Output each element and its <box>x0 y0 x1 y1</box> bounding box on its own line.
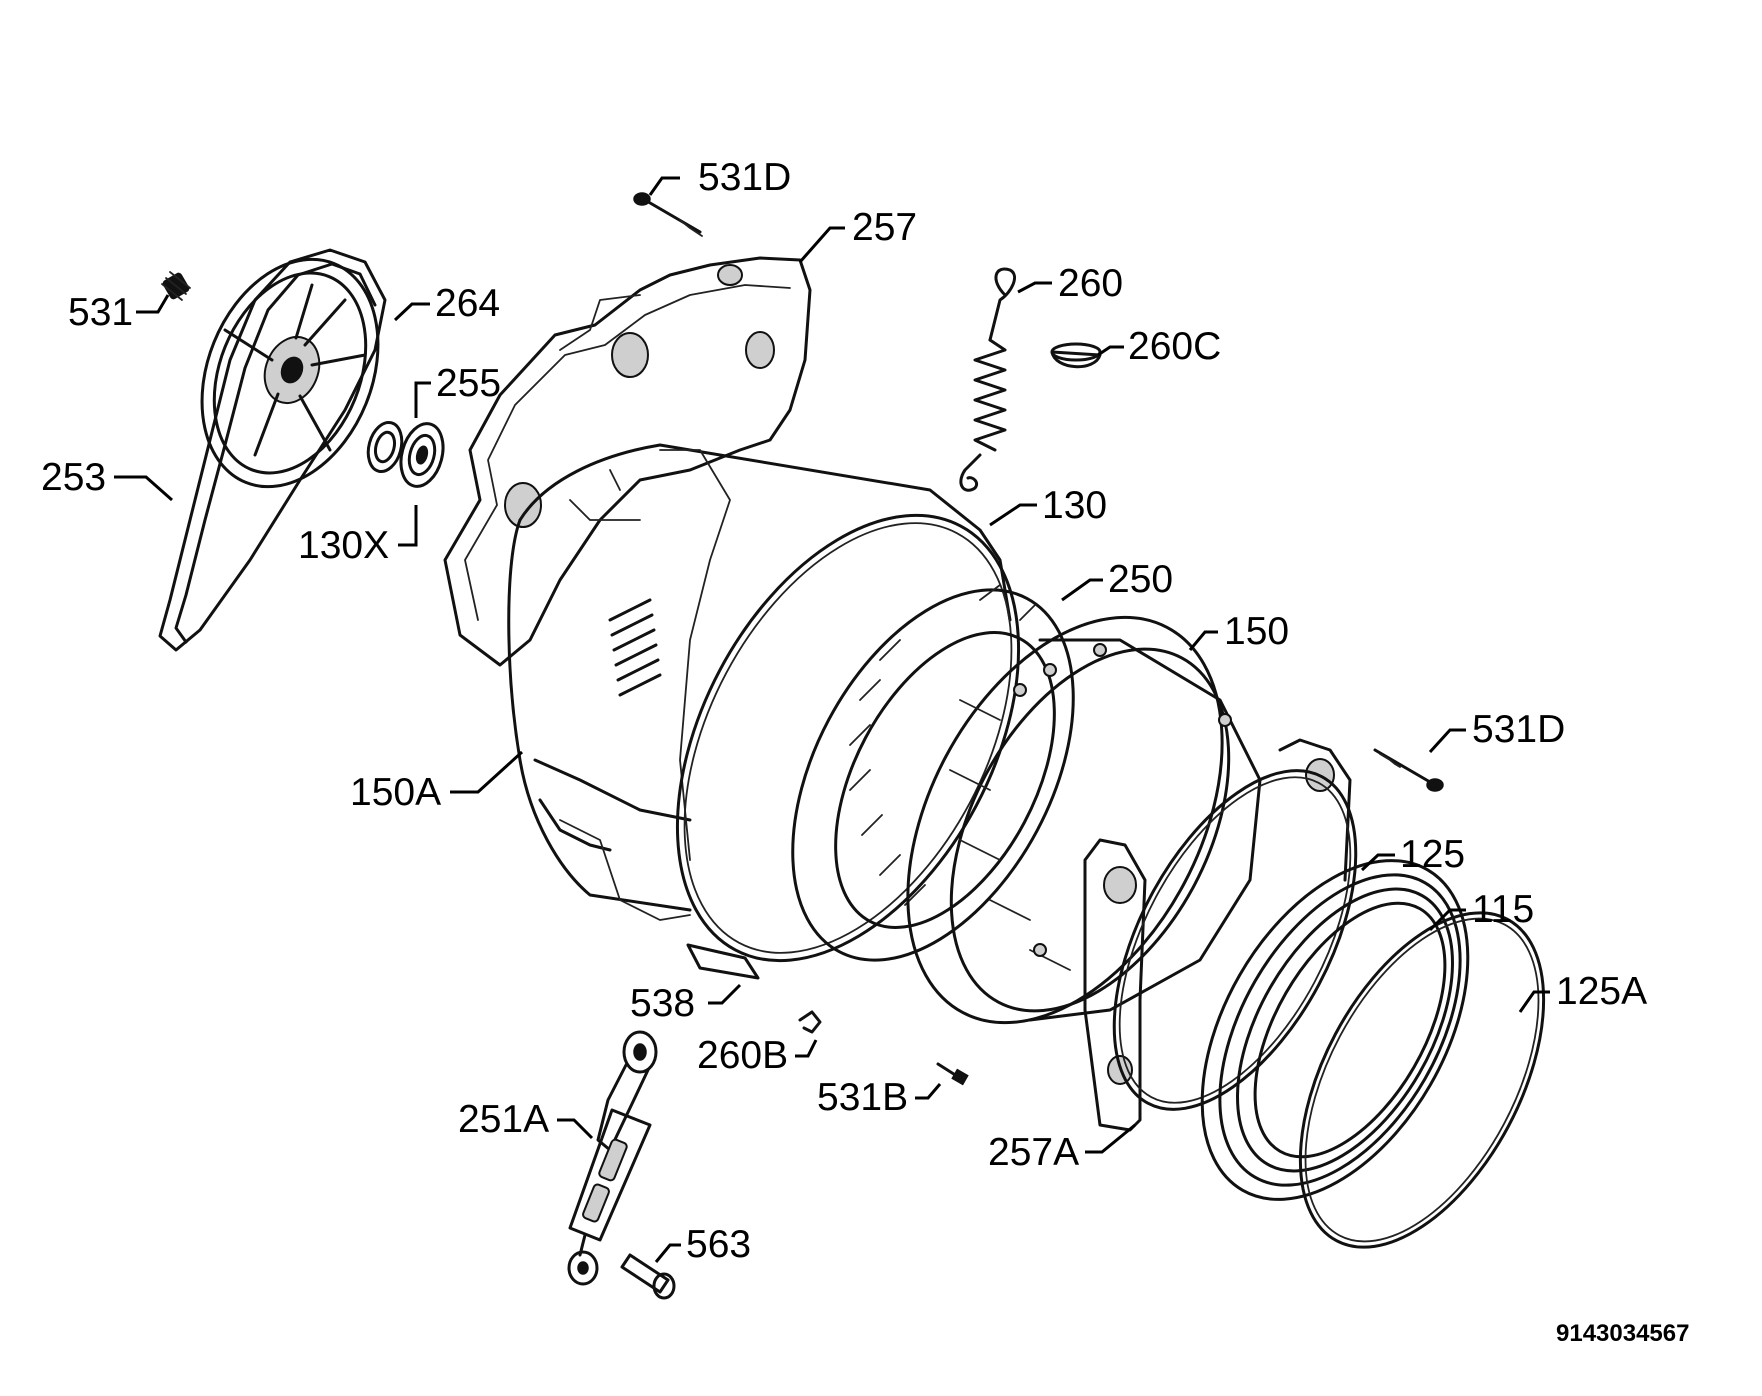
cooling-fins <box>608 598 662 697</box>
bolt-531D-top <box>633 192 703 237</box>
label-257A: 257A <box>988 1131 1079 1174</box>
clamp-ring-125 <box>1112 769 1358 1111</box>
label-115: 115 <box>1472 888 1534 931</box>
drive-belt <box>158 248 387 652</box>
label-125A: 125A <box>1556 970 1647 1013</box>
reference-number: 9143034567 <box>1556 1320 1689 1347</box>
label-563: 563 <box>686 1223 751 1266</box>
label-264: 264 <box>435 282 500 325</box>
spring-260 <box>959 267 1016 492</box>
label-531D-top: 531D <box>698 156 791 199</box>
drum-250 <box>791 584 1075 962</box>
label-260B: 260B <box>697 1034 788 1077</box>
pad-538 <box>686 943 760 980</box>
door-seal-115 <box>1200 859 1470 1201</box>
label-251A: 251A <box>458 1098 549 1141</box>
pulley <box>200 257 380 489</box>
label-125: 125 <box>1400 833 1465 876</box>
rear-tub-150A <box>507 443 1012 921</box>
clamp-ring-125A <box>1298 911 1546 1249</box>
leader-lines <box>114 176 1550 1263</box>
label-260C: 260C <box>1128 325 1221 368</box>
label-531D-right: 531D <box>1472 708 1565 751</box>
gasket-130 <box>675 513 1021 963</box>
label-255: 255 <box>436 362 501 405</box>
label-531B: 531B <box>817 1076 908 1119</box>
label-130: 130 <box>1042 484 1107 527</box>
label-150A: 150A <box>350 771 441 814</box>
clip-260B <box>798 1010 822 1034</box>
rear-tub-support-257 <box>443 256 812 667</box>
label-130X: 130X <box>298 524 389 567</box>
callout-labels: 531D 257 531 264 260 260C 255 253 130X 1… <box>41 156 1689 1347</box>
label-250: 250 <box>1108 558 1173 601</box>
label-150: 150 <box>1224 610 1289 653</box>
label-538: 538 <box>630 982 695 1025</box>
bearing-255 <box>366 420 445 488</box>
shock-absorber-251A <box>567 1030 658 1286</box>
pin-563 <box>620 1253 676 1300</box>
label-253: 253 <box>41 456 106 499</box>
screw-531B <box>936 1062 969 1086</box>
label-260: 260 <box>1058 262 1123 305</box>
label-531: 531 <box>68 291 133 334</box>
screw-531 <box>161 271 191 301</box>
cap-260C <box>1050 342 1102 369</box>
label-257: 257 <box>852 206 917 249</box>
front-tub-150 <box>906 615 1262 1025</box>
bolt-531D-right <box>1373 748 1444 792</box>
